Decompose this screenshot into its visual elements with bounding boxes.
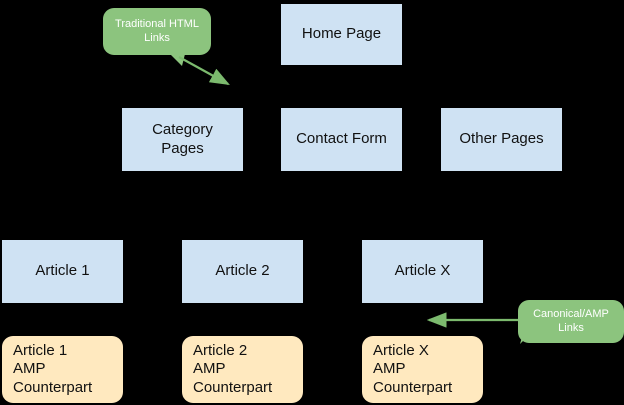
traditional-html-links-arrow <box>178 56 230 86</box>
node-other-pages[interactable]: Other Pages <box>441 108 562 171</box>
node-article-2-amp[interactable]: Article 2 AMP Counterpart <box>182 336 303 403</box>
node-category-pages[interactable]: Category Pages <box>122 108 243 171</box>
callout-canonical-amp-links[interactable]: Canonical/AMP Links <box>518 300 624 343</box>
node-home-page[interactable]: Home Page <box>281 4 402 65</box>
node-article-1-amp[interactable]: Article 1 AMP Counterpart <box>2 336 123 403</box>
callout-traditional-html-links[interactable]: Traditional HTML Links <box>103 8 211 55</box>
node-article-1[interactable]: Article 1 <box>2 240 123 303</box>
callout-traditional-html-links-label: Traditional HTML Links <box>115 18 199 44</box>
node-article-2-amp-label: Article 2 AMP Counterpart <box>193 342 273 396</box>
node-article-2-label: Article 2 <box>215 262 270 280</box>
node-category-pages-label: Category Pages <box>152 121 213 157</box>
node-other-pages-label: Other Pages <box>459 130 544 148</box>
node-article-x-amp-label: Article X AMP Counterpart <box>373 342 453 396</box>
node-article-x-label: Article X <box>394 262 451 280</box>
callout-canonical-amp-links-label: Canonical/AMP Links <box>533 308 609 334</box>
node-article-2[interactable]: Article 2 <box>182 240 303 303</box>
node-article-x-amp[interactable]: Article X AMP Counterpart <box>362 336 483 403</box>
node-contact-form[interactable]: Contact Form <box>281 108 402 171</box>
node-article-x[interactable]: Article X <box>362 240 483 303</box>
node-article-1-amp-label: Article 1 AMP Counterpart <box>13 342 93 396</box>
node-contact-form-label: Contact Form <box>296 130 387 148</box>
node-article-1-label: Article 1 <box>35 262 90 280</box>
node-home-page-label: Home Page <box>301 25 382 43</box>
